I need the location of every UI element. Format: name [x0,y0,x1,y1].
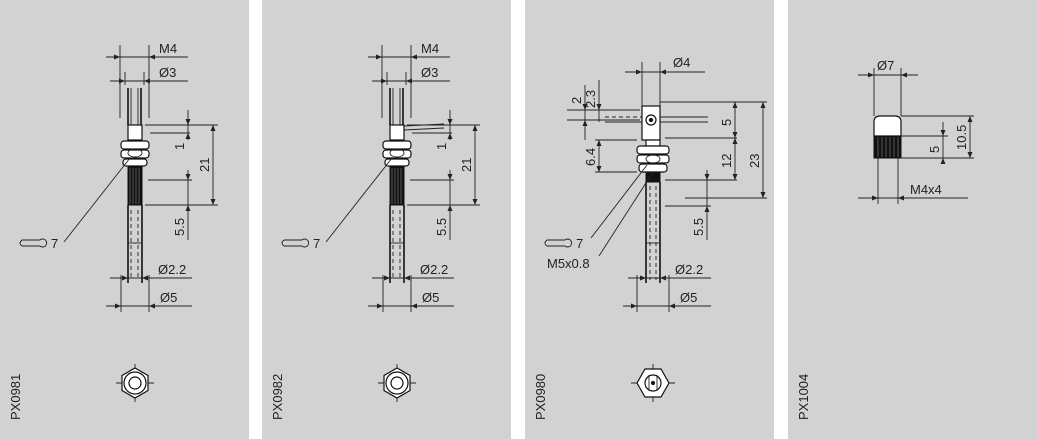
hex-nut-top-view-icon [116,364,154,402]
wrench-icon [544,238,573,248]
hex-nut-top-view-icon [631,364,675,402]
product-code: PX0981 [8,374,23,420]
lower-nut [384,158,410,167]
technical-drawing-px1004: Ø7 5 10.5 M4x4 PX1004 [796,58,974,420]
thread-label: M5x0.8 [547,256,590,271]
lower-nut [122,158,148,167]
knurled-sleeve [127,166,143,206]
drawing-panel-px0982: M4 Ø3 21 1 5.5 Ø2.2 Ø5 [262,0,511,439]
dim-cable-label: Ø2.2 [675,262,703,277]
dim-nut-gap-label: 1 [434,143,449,150]
dim-d5-label: 5 [927,146,942,153]
technical-drawing-px0981: M4 Ø3 21 1 5.5 Ø2.2 Ø5 [8,41,218,420]
dim-tip-label: Ø3 [159,65,176,80]
dim-length-label: 21 [459,158,474,172]
dim-length-label: 21 [197,158,212,172]
wrench-icon [19,238,48,248]
dim-nut-gap-label: 1 [172,143,187,150]
dim-thread-label: M4x4 [910,182,942,197]
dim-knurl-label: 5.5 [434,218,449,236]
sensor-tip [127,124,143,141]
dim-thread-label: M4 [159,41,177,56]
sensor-tip [389,124,405,141]
product-code: PX1004 [796,374,811,420]
dim-dia-label: Ø7 [877,58,894,73]
drawing-panel-px0980: Ø4 2 2.3 5 12 23 6.4 5.5 [525,0,774,439]
upper-nut [636,145,670,155]
dim-cable-label: Ø2.2 [158,262,186,277]
dim-d64-label: 6.4 [583,148,598,166]
dim-d23b-label: 23 [747,154,762,168]
wrench-icon [281,238,310,248]
dim-thread-label: M4 [421,41,439,56]
drawing-panel-px0981: M4 Ø3 21 1 5.5 Ø2.2 Ø5 [0,0,249,439]
dim-knurl-label: 5.5 [691,218,706,236]
cap-top [873,115,902,137]
lower-nut [638,163,668,173]
hex-nut-top-view-icon [378,364,416,402]
wrench-size-label: 7 [313,236,320,251]
product-code: PX0982 [270,374,285,420]
dim-d23-label: 2.3 [583,90,598,108]
dim-outer-label: Ø5 [422,290,439,305]
technical-drawing-px0980: Ø4 2 2.3 5 12 23 6.4 5.5 [533,55,767,420]
dim-tip-label: Ø3 [421,65,438,80]
wrench-size-label: 7 [51,236,58,251]
knurled-sleeve [389,166,405,206]
dim-d2-label: 2 [569,97,584,104]
dim-knurl-label: 5.5 [172,218,187,236]
technical-drawing-px0982: M4 Ø3 21 1 5.5 Ø2.2 Ø5 [270,41,480,420]
dim-outer-label: Ø5 [680,290,697,305]
dim-head-label: Ø4 [673,55,690,70]
dim-d105-label: 10.5 [954,125,969,150]
dim-d12-label: 12 [719,154,734,168]
upper-nut [120,140,150,150]
dim-cable-label: Ø2.2 [420,262,448,277]
wrench-size-label: 7 [576,236,583,251]
knurled-sleeve [645,171,661,183]
upper-nut [382,140,412,150]
product-code: PX0980 [533,374,548,420]
dim-outer-label: Ø5 [160,290,177,305]
drawing-panel-px1004: Ø7 5 10.5 M4x4 PX1004 [788,0,1037,439]
dim-d5-label: 5 [719,119,734,126]
